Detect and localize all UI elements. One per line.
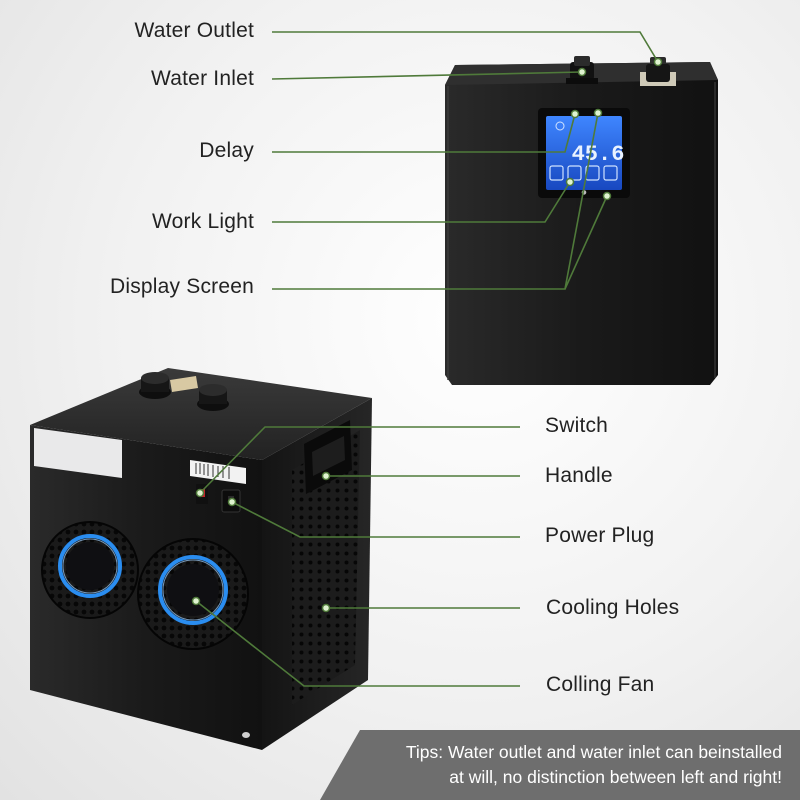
rear-view-unit bbox=[30, 368, 372, 750]
leader-work-light bbox=[272, 181, 571, 223]
tips-text: Tips: Water outlet and water inlet can b… bbox=[352, 740, 782, 790]
tips-line-1: Tips: Water outlet and water inlet can b… bbox=[405, 742, 782, 762]
label-power-plug: Power Plug bbox=[545, 524, 655, 547]
svg-text:●: ● bbox=[581, 189, 586, 196]
leader-lines bbox=[195, 31, 659, 687]
tips-banner: Tips: Water outlet and water inlet can b… bbox=[320, 730, 800, 800]
label-handle: Handle bbox=[545, 464, 613, 487]
label-colling-fan: Colling Fan bbox=[546, 673, 655, 696]
leader-dots bbox=[191, 57, 663, 613]
leader-colling-fan bbox=[195, 600, 520, 687]
leader-delay bbox=[272, 113, 576, 153]
label-cooling-holes: Cooling Holes bbox=[546, 596, 680, 619]
cooling-fan-right-icon bbox=[137, 538, 249, 650]
rear-fitting-right-icon bbox=[197, 384, 229, 411]
cooling-vent-icon bbox=[292, 430, 360, 705]
water-outlet-fitting-icon bbox=[640, 57, 676, 86]
label-water-inlet: Water Inlet bbox=[151, 67, 254, 90]
label-display-screen: Display Screen bbox=[109, 275, 254, 298]
tips-line-2: at will, no distinction between left and… bbox=[449, 767, 782, 787]
cooling-fan-left-icon bbox=[41, 521, 139, 619]
label-water-outlet: Water Outlet bbox=[134, 19, 254, 42]
leader-water-inlet bbox=[271, 71, 583, 80]
label-delay: Delay bbox=[199, 139, 254, 162]
leader-power-plug bbox=[231, 501, 520, 538]
display-temperature: 45.6 bbox=[572, 142, 625, 167]
leader-switch bbox=[199, 426, 520, 494]
leader-display-screen-2 bbox=[564, 195, 608, 290]
label-switch: Switch bbox=[545, 414, 609, 437]
leader-water-outlet bbox=[272, 31, 659, 63]
rear-fitting-left-icon bbox=[139, 372, 171, 399]
label-work-light: Work Light bbox=[152, 210, 254, 233]
front-view-unit: 45.6 ● bbox=[445, 56, 718, 385]
lcd-display-icon: 45.6 ● bbox=[538, 108, 630, 198]
